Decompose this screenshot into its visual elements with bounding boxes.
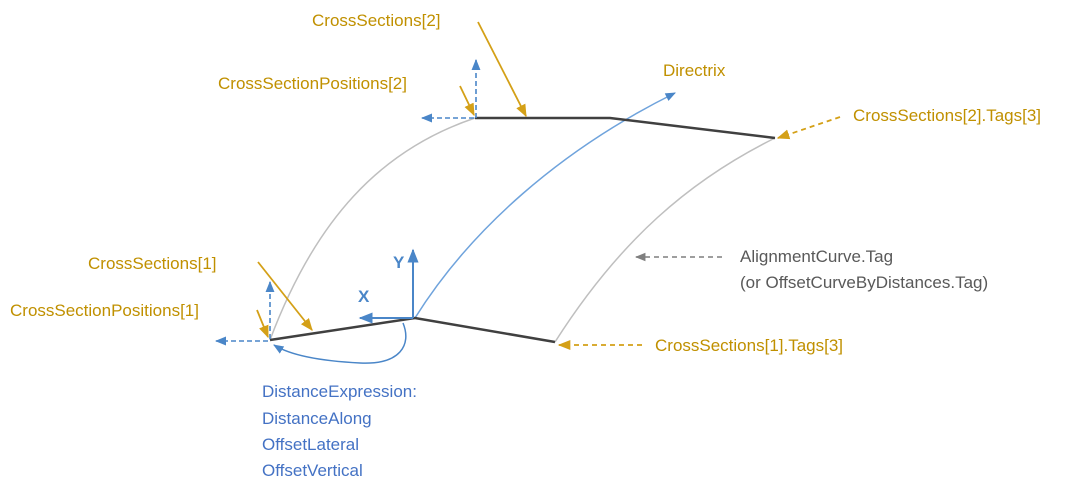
directrix-curve (414, 92, 676, 319)
offset-vertical-label: OffsetVertical (262, 461, 363, 480)
y-axis-label: Y (393, 253, 405, 272)
cross-section-positions-1-pointer-arrow (256, 309, 269, 339)
cross-section-positions-2-label: CrossSectionPositions[2] (218, 74, 407, 93)
left-edge-curve (269, 117, 476, 341)
cross-sections-1-label: CrossSections[1] (88, 254, 217, 273)
cross-sections-2-pointer-arrow (477, 21, 527, 118)
distance-expression-heading: DistanceExpression: (262, 382, 417, 401)
offset-lateral-label: OffsetLateral (262, 435, 359, 454)
cross-sections-2-tags-pointer-arrow (776, 116, 841, 140)
cross-sections-1-pointer-arrow (257, 261, 313, 331)
cross-section-2-line (475, 116, 776, 140)
cross-section-1-line (269, 316, 556, 344)
x-axis-label: X (358, 287, 370, 306)
cross-section-positions-1-label: CrossSectionPositions[1] (10, 301, 199, 320)
alignment-curve-tag-label: AlignmentCurve.Tag (740, 247, 893, 266)
cross-section-positions-2-pointer-arrow (459, 85, 475, 117)
distance-along-label: DistanceAlong (262, 409, 372, 428)
distance-along-arc-arrow (273, 322, 407, 364)
offset-curve-tag-label: (or OffsetCurveByDistances.Tag) (740, 273, 988, 292)
cross-sections-2-tags-3-label: CrossSections[2].Tags[3] (853, 106, 1041, 125)
cross-sections-1-tags-3-label: CrossSections[1].Tags[3] (655, 336, 843, 355)
right-edge-curve (554, 137, 776, 343)
cross-sections-2-label: CrossSections[2] (312, 11, 441, 30)
directrix-label: Directrix (663, 61, 726, 80)
